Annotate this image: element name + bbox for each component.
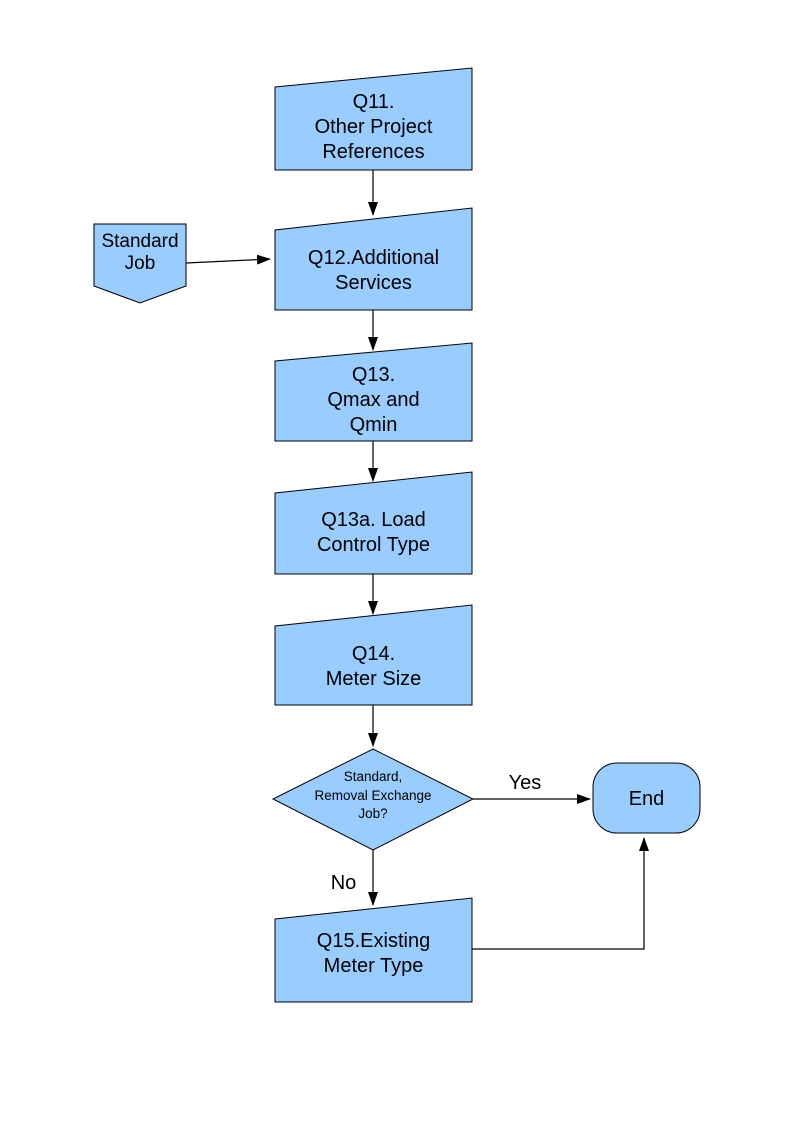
node-q13-shape [274, 342, 473, 442]
node-end-shape [592, 762, 701, 834]
edge-label-yes: Yes [508, 772, 542, 794]
node-end-label: End [628, 788, 665, 810]
connector-standard-job-q12 [185, 254, 271, 265]
node-q11-label: Q11. Other Project References [314, 91, 433, 163]
node-q15-shape [274, 897, 473, 1003]
connector-q15-end [472, 837, 649, 950]
edge-label-no: No [330, 872, 357, 894]
node-q14-label: Q14. Meter Size [325, 643, 422, 690]
node-standard-job-shape [93, 223, 187, 304]
node-q13a-label: Q13a. Load Control Type [316, 509, 431, 556]
node-decision-label: Standard, Removal Exchange Job? [314, 769, 432, 821]
node-q11-shape [274, 67, 473, 171]
node-standard-job-label: Standard Job [101, 231, 179, 274]
node-q14-shape [274, 604, 473, 706]
node-q12-shape [274, 207, 473, 311]
node-q13-label: Q13. Qmax and Qmin [327, 364, 420, 436]
node-q13a-shape [274, 471, 473, 575]
node-q15-label: Q15.Existing Meter Type [316, 930, 431, 977]
node-q12-label: Q12.Additional Services [307, 247, 440, 294]
